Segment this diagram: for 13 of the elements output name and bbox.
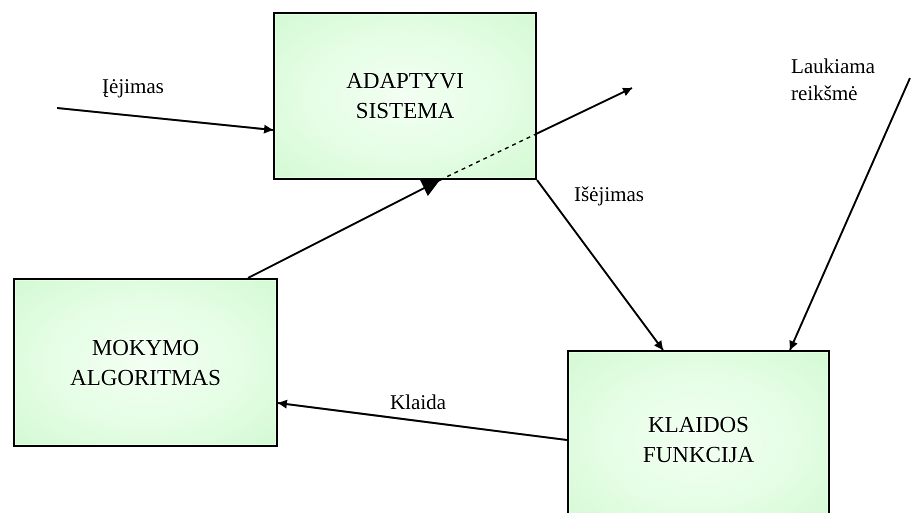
dashed-line: [440, 132, 538, 181]
box-label: ADAPTYVI SISTEMA: [345, 67, 465, 125]
process-box: [567, 350, 830, 513]
arrow: [278, 400, 568, 441]
text-label: Laukiama reikšmė: [791, 52, 876, 107]
box-label: MOKYMO ALGORITMAS: [69, 334, 222, 392]
arrow: [536, 179, 664, 351]
process-box: [13, 278, 278, 447]
arrow: [789, 78, 911, 350]
arrow: [248, 87, 632, 279]
box-label: KLAIDOS FUNKCIJA: [642, 411, 756, 469]
arrow: [56, 107, 274, 134]
process-box: [273, 12, 537, 180]
